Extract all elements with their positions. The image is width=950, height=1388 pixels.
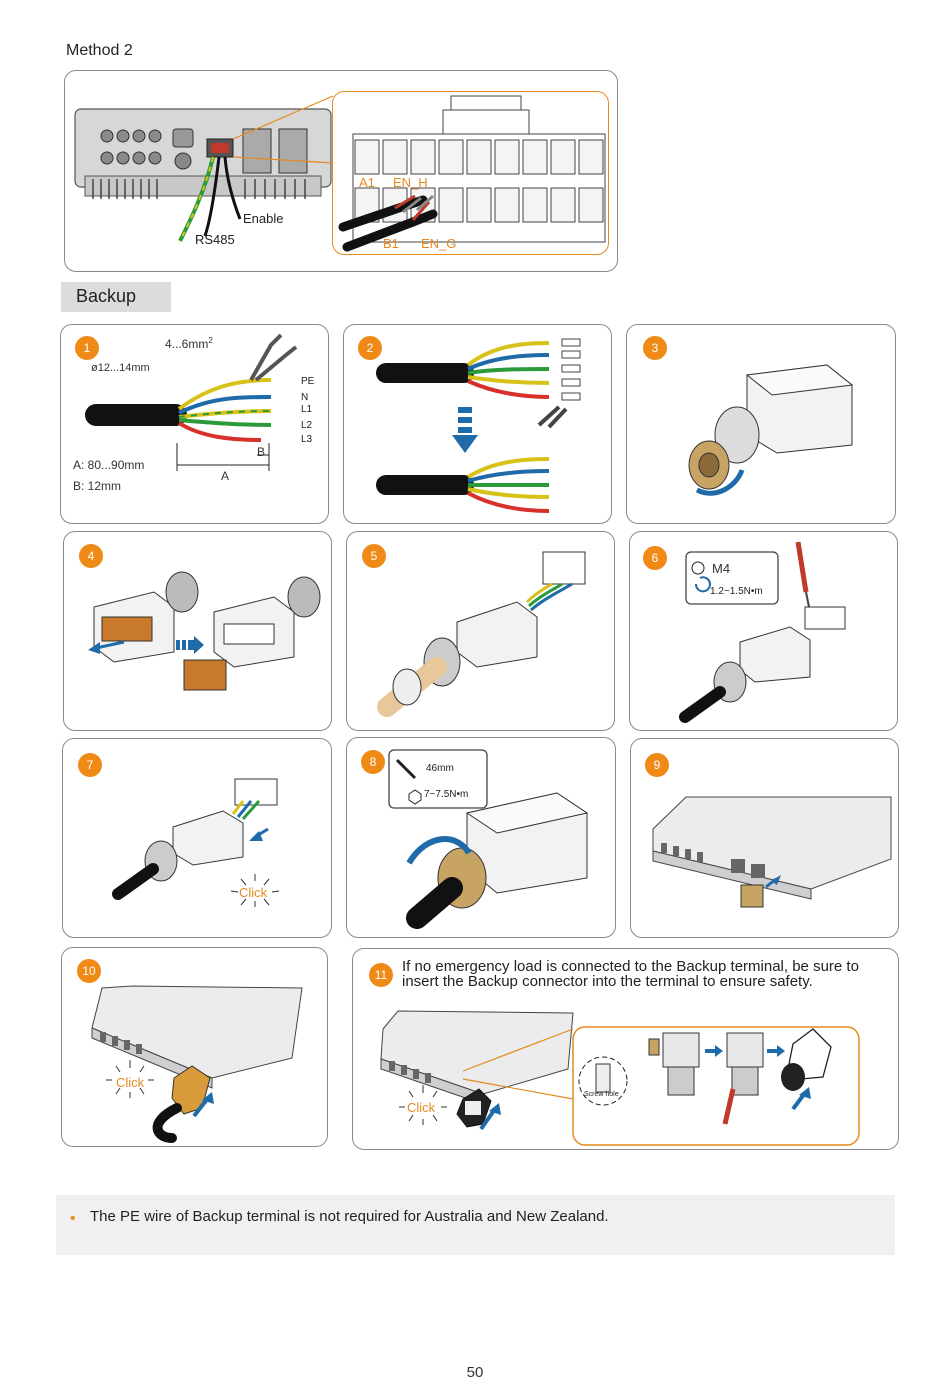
- click-label: Click: [239, 885, 267, 900]
- connector-nut-illustration: [627, 325, 895, 523]
- dimension-a-mark: A: [221, 469, 229, 483]
- step-2-panel: 2: [343, 324, 612, 524]
- en-h-label: EN_H: [393, 175, 428, 190]
- screw-size-label: M4: [712, 561, 730, 576]
- tighten-terminal-screws-illustration: [630, 532, 897, 730]
- cable-diameter-label: ø12...14mm: [91, 362, 150, 374]
- step-4-panel: 4: [63, 531, 332, 731]
- step-number: 8: [361, 750, 385, 774]
- dimension-b-mark: B: [257, 445, 265, 459]
- a1-label: A1: [359, 175, 375, 190]
- rs485-label: RS485: [195, 232, 235, 247]
- insert-backup-connector-illustration: [353, 949, 898, 1149]
- step-8-panel: 8 46mm 7~7.5N•m: [346, 737, 616, 938]
- terminal-zoom-panel: A1 EN_H B1 EN_G: [332, 91, 609, 255]
- backup-section-header: Backup: [61, 282, 171, 312]
- plug-connector-illustration: [62, 948, 327, 1146]
- step-number: 9: [645, 753, 669, 777]
- tighten-nut-illustration: [347, 738, 615, 937]
- wire-size-label: 4...6mm2: [165, 336, 213, 351]
- disassemble-connector-illustration: [64, 532, 331, 730]
- torque-label: 1.2~1.5N•m: [710, 586, 763, 597]
- terminal-block-illustration: [333, 92, 608, 254]
- step-1-panel: 1 4...6mm2 ø12...14mm PE N L1 L2 L3 B A …: [60, 324, 329, 524]
- step-6-panel: 6 M4 1.2~1.5N•m: [629, 531, 898, 731]
- cable-strip-illustration: [61, 325, 328, 523]
- step-11-panel: 11 If no emergency load is connected to …: [352, 948, 899, 1150]
- insert-terminal-illustration: [63, 739, 331, 937]
- step-number: 2: [358, 336, 382, 360]
- step-number: 4: [79, 544, 103, 568]
- step-number: 5: [362, 544, 386, 568]
- l3-label: L3: [301, 434, 312, 445]
- step-number: 10: [77, 959, 101, 983]
- step-3-panel: 3: [626, 324, 896, 524]
- dimension-b-spec: B: 12mm: [73, 479, 121, 493]
- bullet-icon: •: [70, 1210, 76, 1228]
- screw-hole-label: Screw hole: [584, 1091, 619, 1098]
- step-10-panel: 10 Click: [61, 947, 328, 1147]
- enable-label: Enable: [243, 211, 283, 226]
- thread-cable-illustration: [347, 532, 614, 730]
- l2-label: L2: [301, 420, 312, 431]
- step-number: 7: [78, 753, 102, 777]
- remove-cap-illustration: [631, 739, 898, 937]
- click-label: Click: [407, 1100, 435, 1115]
- torque-label: 7~7.5N•m: [424, 789, 468, 800]
- dimension-a-spec: A: 80...90mm: [73, 458, 144, 472]
- step-5-panel: 5: [346, 531, 615, 731]
- step-number: 3: [643, 336, 667, 360]
- step-number: 1: [75, 336, 99, 360]
- n-label: N: [301, 392, 308, 403]
- b1-label: B1: [383, 236, 399, 251]
- wrench-size-label: 46mm: [426, 763, 454, 774]
- backup-title: Backup: [76, 286, 136, 307]
- method-title: Method 2: [66, 42, 133, 60]
- step-number: 6: [643, 546, 667, 570]
- click-label: Click: [116, 1075, 144, 1090]
- pe-label: PE: [301, 376, 314, 387]
- step-7-panel: 7 Click: [62, 738, 332, 938]
- en-g-label: EN_G: [421, 236, 456, 251]
- note-text: The PE wire of Backup terminal is not re…: [90, 1208, 609, 1225]
- crimp-ferrule-illustration: [344, 325, 611, 523]
- step-9-panel: 9: [630, 738, 899, 938]
- note-box: [56, 1195, 895, 1255]
- l1-label: L1: [301, 404, 312, 415]
- page-number: 50: [0, 1364, 950, 1381]
